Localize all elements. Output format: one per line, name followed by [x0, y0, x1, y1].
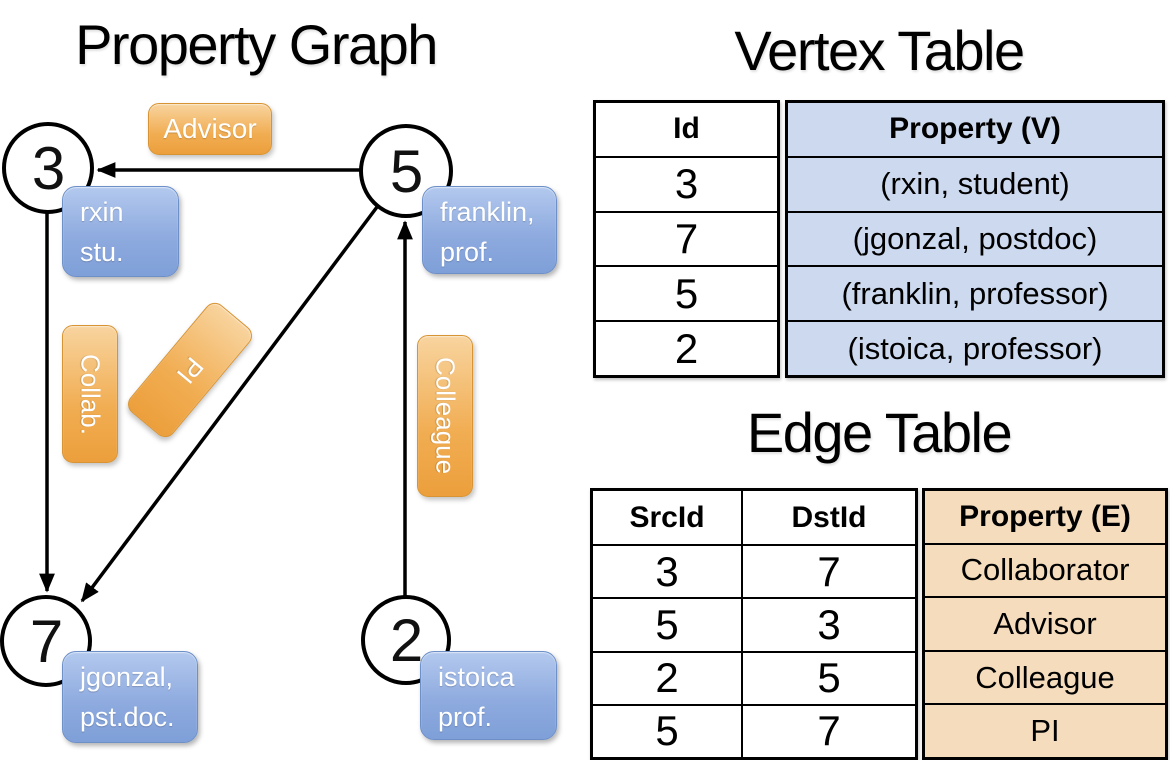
vertex-table-property-header: Property (V) — [788, 103, 1162, 156]
vertex-table-id-column: Id 3 7 5 2 — [593, 100, 780, 378]
property-graph-title: Property Graph — [75, 13, 438, 76]
edge-table-dstid-cell: 7 — [741, 544, 915, 598]
vertex-table-id-cell: 5 — [596, 265, 777, 320]
edge-table-property-cell: PI — [925, 703, 1165, 757]
vertex-property-box-5: franklin, prof. — [422, 186, 557, 274]
edge-table-property-cell: Colleague — [925, 649, 1165, 704]
edge-table-dstid-cell: 3 — [741, 597, 915, 651]
vertex-table-property-cell: (jgonzal, postdoc) — [788, 210, 1162, 266]
vertex-table-id-header: Id — [673, 112, 700, 146]
edge-label-advisor: Advisor — [148, 103, 272, 155]
vertex-table-property-cell: (istoica, professor) — [788, 320, 1162, 375]
edge-table-dstid-cell: 5 — [741, 650, 915, 704]
edge-table-property-header: Property (E) — [925, 491, 1165, 543]
vertex-property-line: istoica — [438, 662, 515, 692]
node-label-7: 7 — [30, 608, 62, 675]
edge-table-srcid-cell: 3 — [593, 544, 741, 597]
vertex-property-line: rxin — [80, 197, 124, 227]
edge-table-srcid-cell: 5 — [593, 703, 741, 757]
edge-arrow-5-to-7 — [80, 205, 379, 603]
vertex-property-line: franklin, — [440, 197, 535, 227]
edge-table-title: Edge Table — [746, 401, 1013, 464]
vertex-table-property-column: Property (V) (rxin, student) (jgonzal, p… — [785, 100, 1165, 378]
node-label-2: 2 — [390, 607, 422, 674]
edge-table-property-cell: Collaborator — [925, 542, 1165, 597]
node-label-5: 5 — [390, 138, 422, 205]
vertex-property-line: stu. — [80, 237, 124, 267]
edge-table-srcid-header: SrcId — [629, 500, 705, 534]
edge-table-dstid-cell: 7 — [741, 703, 915, 757]
vertex-table-property-cell: (rxin, student) — [788, 155, 1162, 211]
vertex-property-line: prof. — [440, 237, 495, 267]
edge-table-property-column: Property (E) Collaborator Advisor Collea… — [922, 488, 1168, 760]
edge-table-srcid-cell: 2 — [593, 650, 741, 704]
vertex-property-line: jgonzal, — [80, 662, 174, 692]
edge-label-colleague: Colleague — [417, 335, 473, 497]
edge-table-id-columns: SrcId DstId 3 7 5 3 2 5 5 7 — [590, 488, 918, 760]
vertex-table-title: Vertex Table — [734, 19, 1025, 82]
vertex-property-box-7: jgonzal, pst.doc. — [62, 651, 198, 743]
vertex-table-property-cell: (franklin, professor) — [788, 265, 1162, 321]
node-label-3: 3 — [32, 135, 64, 202]
edge-table-dstid-header: DstId — [741, 491, 915, 545]
vertex-property-line: pst.doc. — [80, 702, 175, 732]
edge-label-collab: Collab. — [62, 325, 118, 463]
vertex-property-box-3: rxin stu. — [62, 186, 179, 277]
vertex-property-box-2: istoica prof. — [420, 651, 557, 740]
vertex-table-id-cell: 3 — [596, 155, 777, 211]
vertex-table-id-cell: 7 — [596, 210, 777, 266]
edge-table-property-cell: Advisor — [925, 596, 1165, 650]
vertex-property-line: prof. — [438, 702, 493, 732]
edge-table-srcid-cell: 5 — [593, 597, 741, 650]
vertex-table-id-cell: 2 — [596, 320, 777, 375]
